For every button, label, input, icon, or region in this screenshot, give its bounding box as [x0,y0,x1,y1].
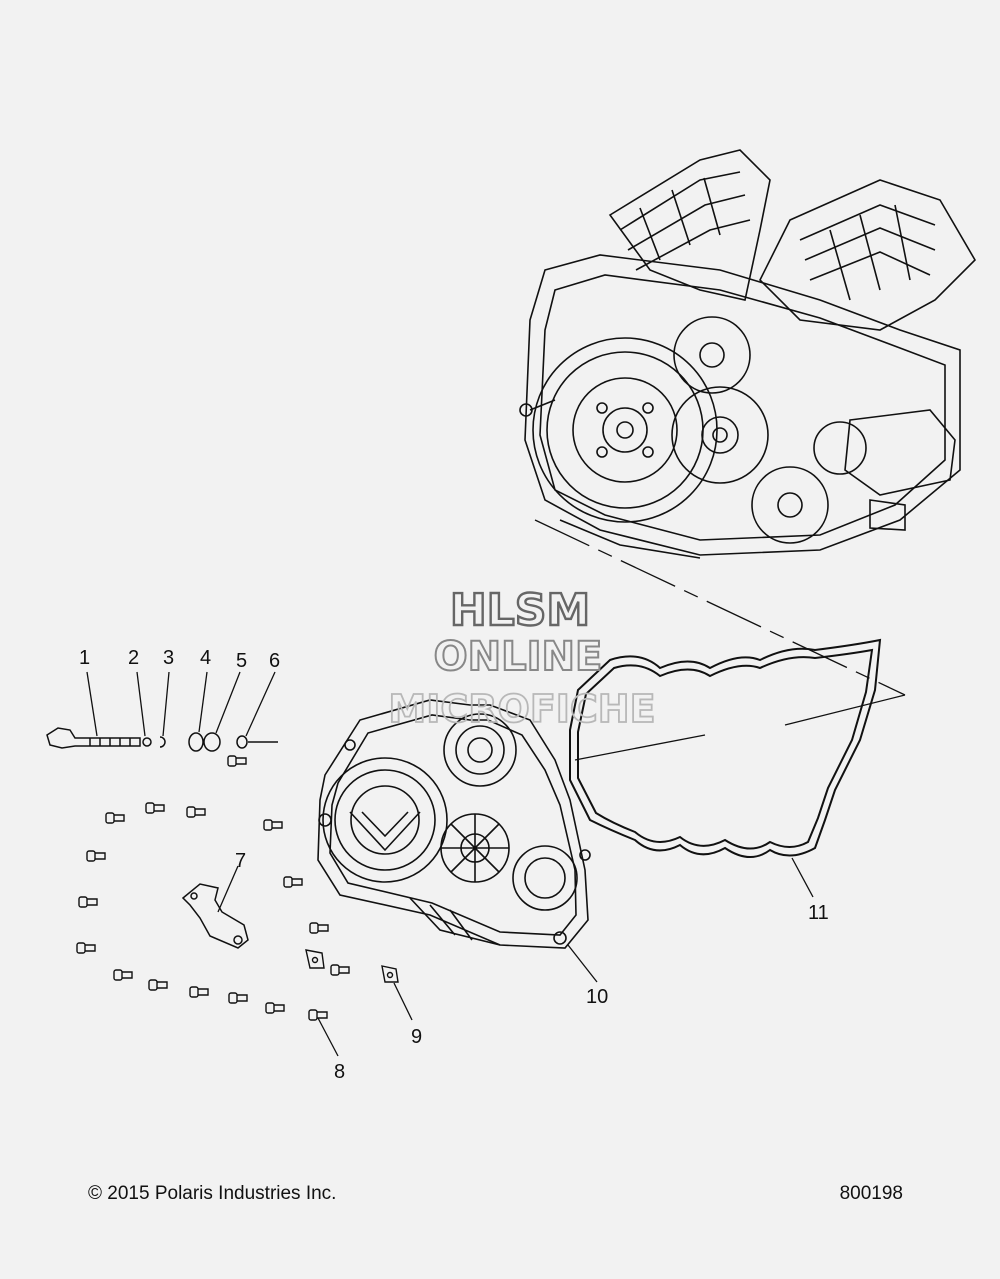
engine-assembly [519,149,977,559]
bolt [148,979,168,991]
callout-2: 2 [128,647,139,669]
callout-9: 9 [411,1026,422,1048]
engine-leader-lines [534,519,906,761]
callout-8: 8 [334,1061,345,1083]
copyright-text: © 2015 Polaris Industries Inc. [88,1183,337,1204]
callout-leaders [86,671,814,1057]
watermark-line-3: MICROFICHE [388,687,655,731]
gasket [569,638,882,858]
callout-labels: 1 2 3 4 5 6 7 8 9 10 11 [79,647,829,1083]
watermark-line-2: ONLINE [434,634,603,680]
callout-4: 4 [200,647,211,669]
cover-bolts [76,755,350,1021]
bolt [86,850,106,862]
callout-1: 1 [79,647,90,669]
drawing-number: 800198 [839,1183,903,1204]
bolt [105,812,125,824]
bolt [113,969,133,981]
bolt [227,755,247,767]
bolt [265,1002,285,1014]
bolt [309,922,329,934]
watermark-line-1: HLSM [450,585,590,636]
callout-5: 5 [236,650,247,672]
bolt [283,876,303,888]
bolt [228,992,248,1004]
bracket [181,883,249,949]
callout-10: 10 [586,986,608,1008]
bolt [186,806,206,818]
callout-11: 11 [808,902,829,924]
bolt [308,1009,328,1021]
bolt [189,986,209,998]
callout-6: 6 [269,650,280,672]
clutch-cover [317,699,591,949]
bolt [78,896,98,908]
bolt [330,964,350,976]
shift-shaft-parts [46,727,278,752]
bolt [263,819,283,831]
bolt [145,802,165,814]
bolt [76,942,96,954]
callout-3: 3 [163,647,174,669]
dowel-plates [305,949,399,983]
callout-7: 7 [235,850,246,872]
watermark: HLSM ONLINE MICROFICHE [388,584,657,732]
